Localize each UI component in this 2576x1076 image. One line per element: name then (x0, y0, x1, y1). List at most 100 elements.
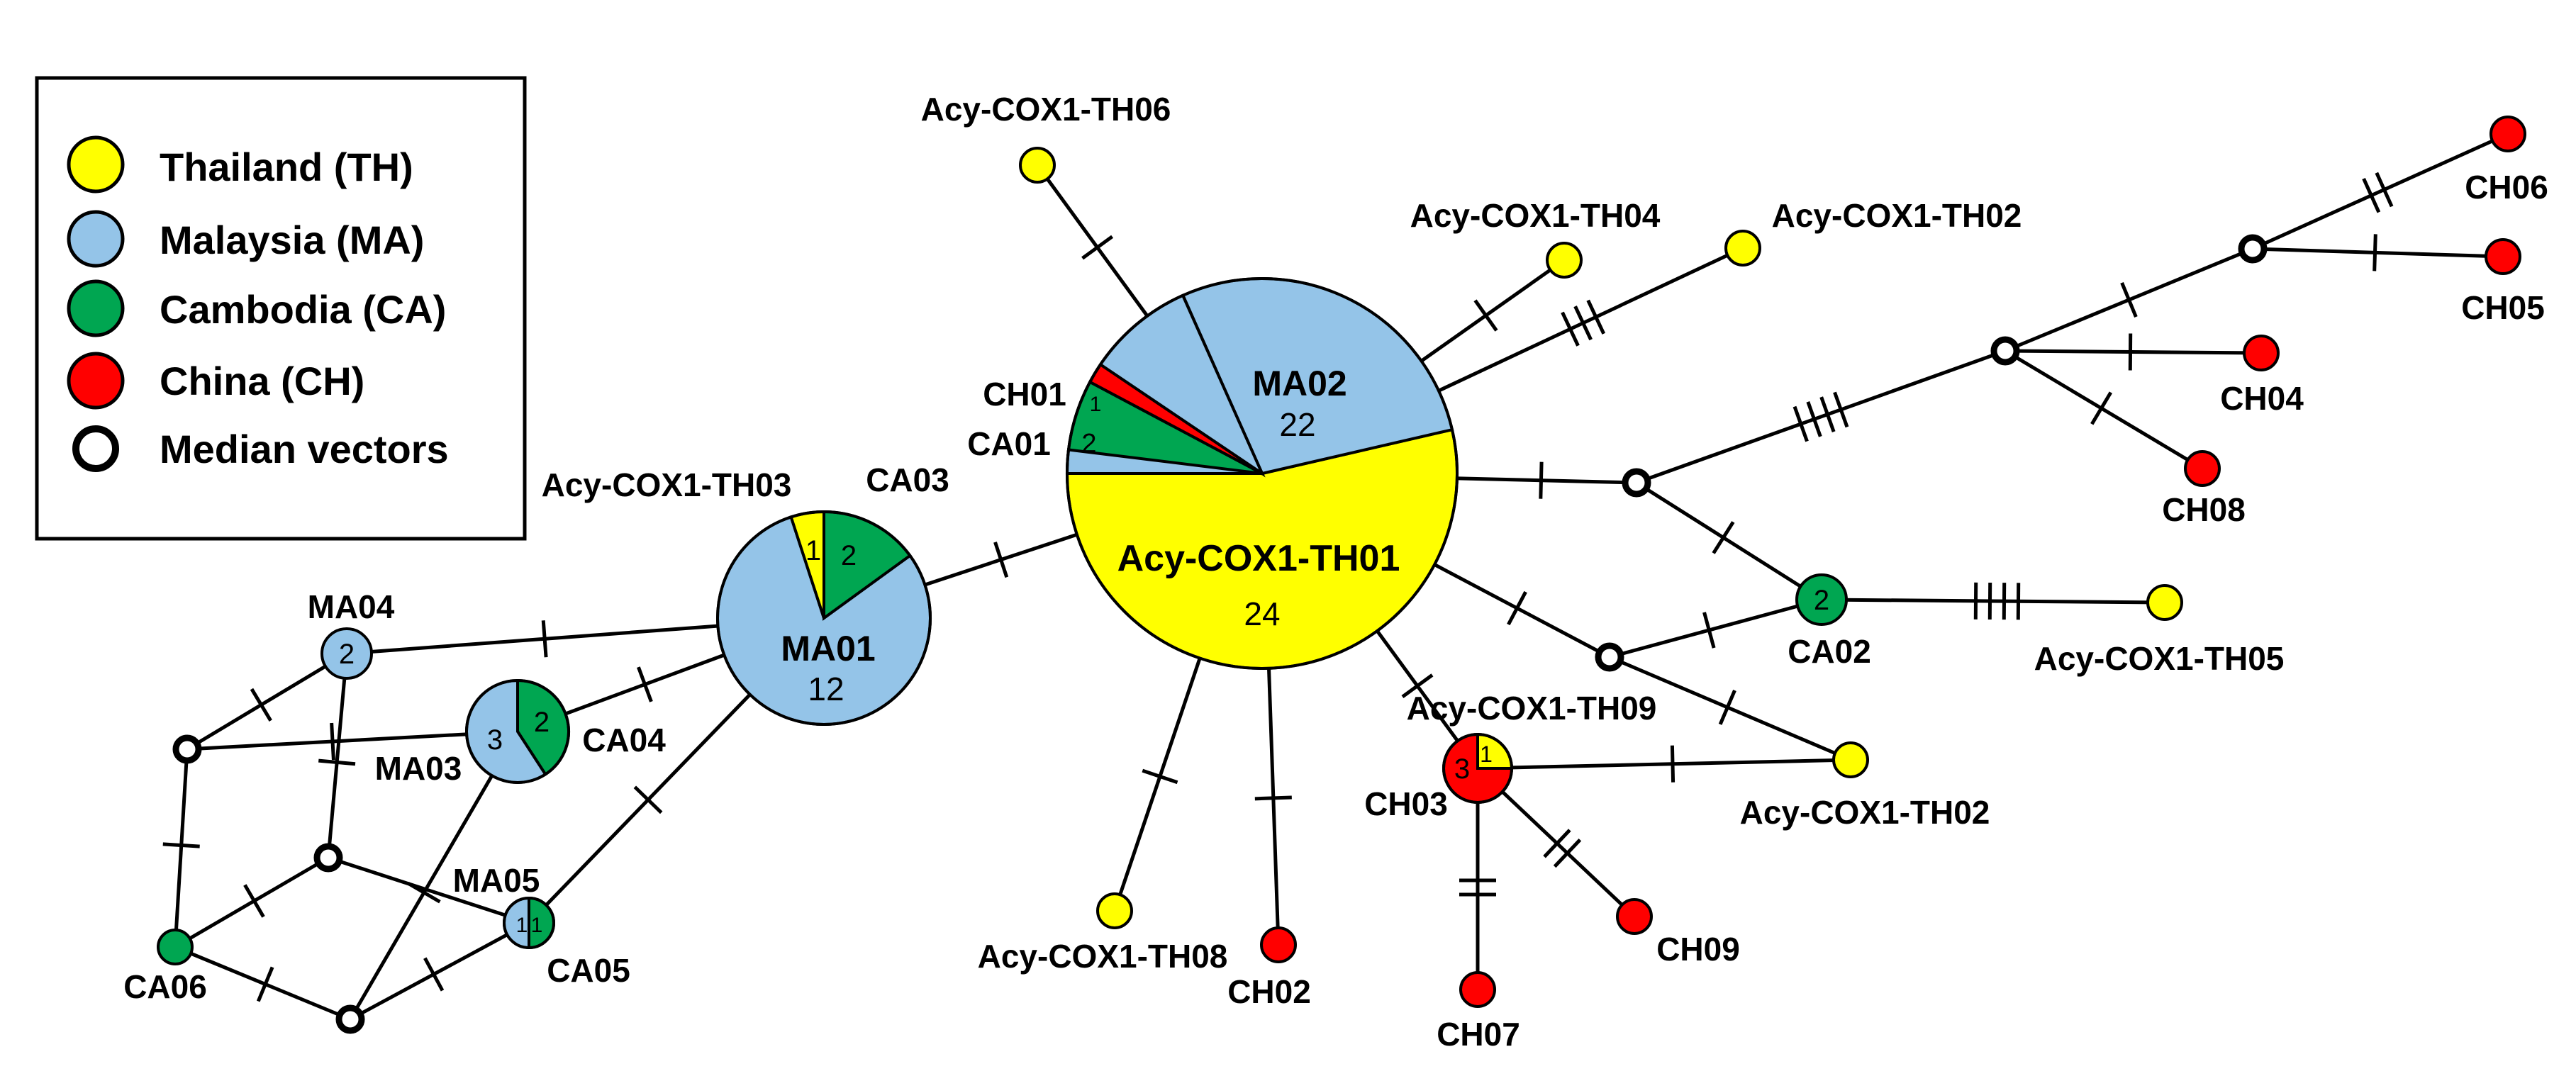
count-CH03: 3 (1454, 753, 1470, 785)
edge-median-2-CH04 (2005, 349, 2262, 355)
mutation-tick (2120, 282, 2138, 318)
haplotype-TH02 (1832, 741, 1869, 778)
mutation-tick (1670, 745, 1675, 783)
label-CA06: CA06 (123, 968, 207, 1005)
label-MA04: MA04 (308, 588, 395, 625)
median-1-vector (1622, 468, 1651, 498)
haplotype-TH05 (1546, 242, 1583, 279)
edge-median-6-MA05 (328, 856, 530, 925)
mutation-tick (407, 881, 441, 904)
median-3-vector (2238, 234, 2268, 264)
edge-median-7-MA05 (349, 921, 530, 1021)
legend-item-thailand: Thailand (TH) (67, 135, 413, 194)
mutation-ticks (162, 172, 2394, 1002)
haplotype-CH08 (2184, 450, 2221, 487)
count-MA05: 1 (516, 914, 528, 937)
edge-MA03-median-5 (186, 729, 518, 751)
count-CA02: 2 (1814, 585, 1829, 616)
mutation-tick (1586, 299, 1606, 335)
label-CH03: CH03 (1364, 785, 1448, 822)
legend-label-thailand: Thailand (TH) (160, 145, 413, 189)
node-outline (465, 679, 570, 784)
label-TH03: Acy-COX1-TH03 (542, 466, 792, 503)
mutation-tick (1142, 768, 1178, 785)
median-4-vector (1595, 642, 1624, 672)
count-CH01: 1 (1090, 393, 1102, 416)
mutation-tick (1254, 795, 1292, 801)
legend-swatch-cambodia (67, 279, 125, 337)
mutation-tick (243, 884, 265, 918)
edge-median-6-CA06 (174, 856, 330, 949)
mutation-tick (2375, 172, 2394, 208)
label-TH09: Acy-COX1-TH09 (1407, 690, 1657, 727)
haplotype-MA01 (716, 510, 932, 726)
label-CH01: CH01 (983, 376, 1066, 413)
legend-swatch-thailand (67, 135, 125, 194)
mutation-tick (1833, 391, 1849, 428)
count-TH03: 1 (805, 535, 821, 566)
label-TH04: Acy-COX1-TH02 (1772, 197, 2022, 234)
edge-MA03-median-7 (348, 730, 520, 1021)
count-TH01: 24 (1244, 595, 1280, 632)
mutation-tick (2373, 234, 2377, 271)
nodes (157, 116, 2526, 1034)
label-CH06: CH06 (2465, 169, 2548, 206)
label-CA01: CA01 (967, 425, 1051, 462)
legend-item-china: China (CH) (67, 352, 364, 410)
mutation-tick (1401, 673, 1434, 698)
node-outline (503, 897, 555, 949)
mutation-tick (318, 758, 356, 766)
label-CH04: CH04 (2220, 380, 2304, 417)
mutation-tick (1792, 405, 1809, 442)
count-MA04: 2 (339, 639, 355, 670)
label-CH08: CH08 (2162, 491, 2246, 528)
mutation-tick (330, 722, 335, 761)
edge-CA02-median-4 (1609, 598, 1822, 659)
label-CH09: CH09 (1656, 931, 1740, 968)
count-CA04: 2 (534, 707, 550, 738)
mutation-tick (1573, 306, 1593, 341)
edge-median-1-CA02 (1635, 481, 1823, 602)
mutation-tick (2090, 391, 2113, 425)
edge-median-3-CH06 (2251, 132, 2509, 251)
legend-item-malaysia: Malaysia (MA) (67, 210, 424, 268)
node-outline (1066, 277, 1459, 670)
haplotype-CH06 (2489, 116, 2526, 152)
mutation-tick (423, 957, 445, 992)
haplotype-MA05 (503, 896, 555, 950)
legend-swatch-malaysia (67, 210, 125, 268)
label-CH05: CH05 (2461, 289, 2545, 326)
edge-median-3-CH05 (2252, 247, 2504, 259)
mutation-tick (1712, 521, 1735, 554)
mutation-tick (162, 842, 200, 848)
mutation-tick (541, 620, 548, 658)
mutation-tick (1561, 311, 1580, 347)
haplotype-CA02 (1795, 573, 1848, 626)
mutation-tick (250, 688, 272, 722)
legend-swatch-china (67, 352, 125, 410)
legend: Thailand (TH) Malaysia (MA) Cambodia (CA… (35, 76, 527, 541)
mutation-tick (993, 542, 1009, 578)
legend-label-cambodia: Cambodia (CA) (160, 287, 446, 332)
haplotype-CH04 (2243, 335, 2280, 371)
haplotype-MA04 (320, 627, 373, 680)
node-outline (716, 510, 932, 726)
median-5-vector (172, 734, 202, 764)
node-outline (1442, 733, 1513, 804)
label-MA01: MA01 (781, 629, 875, 668)
haplotype-CH07 (1459, 971, 1496, 1008)
label-CA02: CA02 (1788, 633, 1871, 670)
label-TH01: Acy-COX1-TH01 (1117, 538, 1400, 579)
label-MA02: MA02 (1252, 364, 1346, 403)
mutation-tick (1543, 829, 1571, 858)
mutation-tick (256, 966, 274, 1002)
mutation-tick (2362, 178, 2381, 213)
node-labels: Acy-COX1-TH06 Acy-COX1-TH04 Acy-COX1-TH0… (123, 91, 2548, 1053)
count-MA01: 12 (808, 671, 844, 707)
label-TH07: Acy-COX1-TH06 (921, 91, 1171, 128)
legend-label-median: Median vectors (160, 427, 449, 471)
haplotype-TH08 (1096, 892, 1133, 929)
mutation-tick (1718, 690, 1736, 725)
haplotype-TH04 (1724, 230, 1761, 267)
edge-CH03-TH02 (1477, 758, 1851, 770)
